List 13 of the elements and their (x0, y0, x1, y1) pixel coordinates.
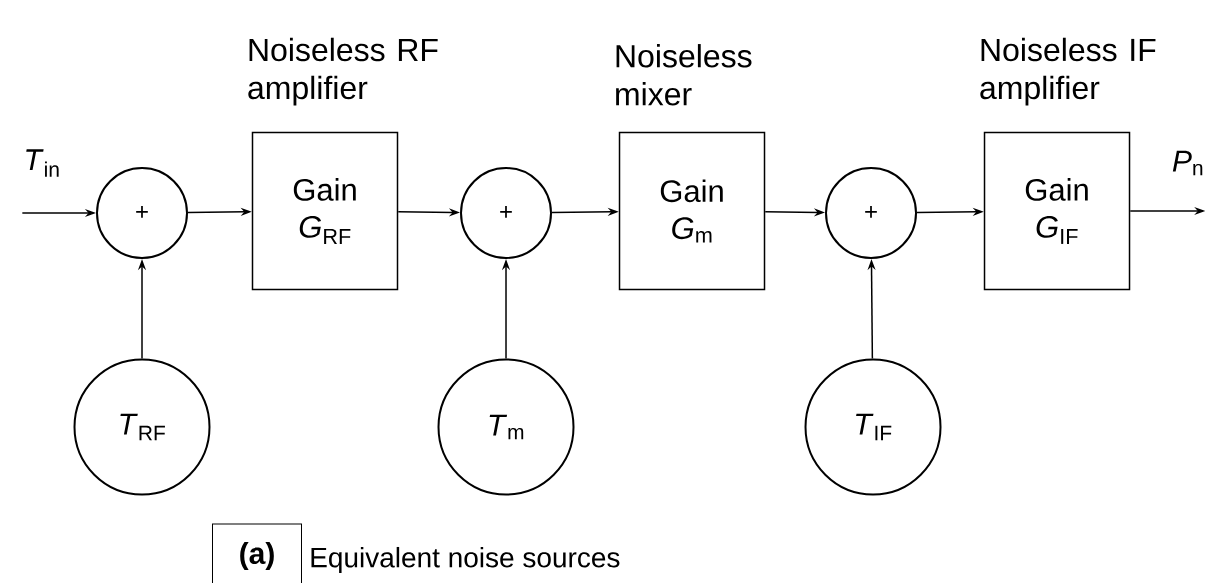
gain-block: Gain G$_{RF}$ (251, 131, 399, 291)
signal-label: P$_{n}$ (1172, 150, 1203, 176)
summing-junction: + (96, 167, 188, 259)
block-heading: Noiseless IF amplifier (980, 37, 1156, 106)
signal-label: T$_{in}$ (26, 149, 59, 177)
block-heading: Noiseless mixer (616, 44, 752, 106)
gain-block: Gain G$_{m}$ (618, 131, 766, 291)
figure-label: (a) (212, 523, 302, 583)
block-heading: Noiseless RF amplifier (248, 37, 438, 106)
gain-block: Gain G$_{IF}$ (983, 131, 1131, 291)
summing-junction: + (460, 167, 552, 259)
caption-text: Equivalent noise sources (311, 546, 620, 574)
summing-junction: + (825, 167, 917, 259)
